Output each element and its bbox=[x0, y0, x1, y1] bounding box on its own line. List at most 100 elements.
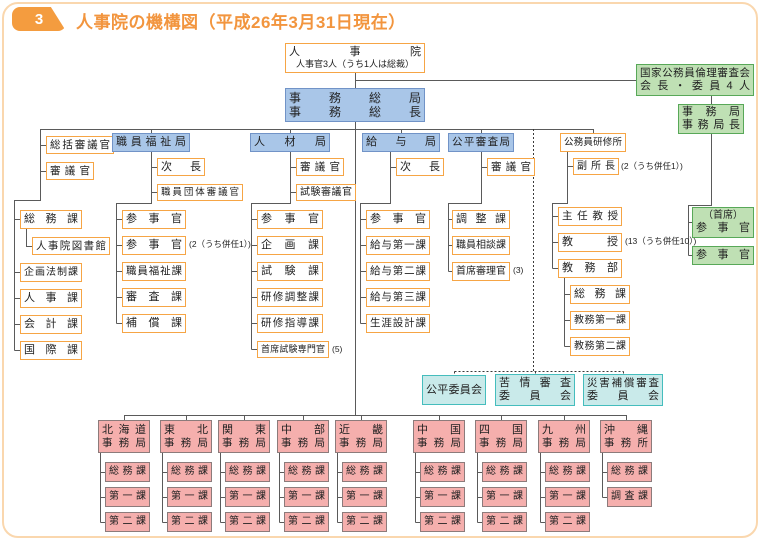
box-jinzai-kikaku-ka: 企画課 bbox=[257, 236, 323, 255]
box-jinzai-kenshu-chosei-ka: 研修調整課 bbox=[257, 288, 323, 307]
box-regional-chugoku-dept: 第一課 bbox=[420, 487, 465, 507]
connector-kenshujo bbox=[552, 152, 573, 347]
box-kenshujo-kyomu-dai1-ka: 教務第一課 bbox=[570, 311, 630, 330]
box-regional-tohoku-dept: 総務課 bbox=[167, 462, 212, 482]
box-welfare-sanjikan1: 参事官 bbox=[122, 210, 186, 229]
box-jinjiin: 人事院人事官3人（うち1人は総裁） bbox=[285, 43, 425, 73]
box-kyuyo-bureau: 給与局 bbox=[362, 133, 440, 152]
box-regional-kyushu: 九州事務局 bbox=[538, 420, 590, 453]
box-welfare-shinsa-ka: 審査課 bbox=[122, 288, 186, 307]
box-welfare-bureau: 職員福祉局 bbox=[112, 133, 190, 152]
box-kyuyo-dai2-ka: 給与第二課 bbox=[366, 262, 430, 281]
box-kohei-chosei-ka: 調整課 bbox=[452, 210, 510, 229]
box-regional-chugoku-dept: 第二課 bbox=[420, 512, 465, 532]
box-shingikan-general: 審議官 bbox=[46, 162, 94, 180]
box-ethics-office: 事務局事務局長 bbox=[678, 104, 744, 134]
box-regional-kanto-dept: 第二課 bbox=[225, 512, 270, 532]
box-kohei-shingikan: 審議官 bbox=[487, 158, 535, 176]
box-regional-shikoku-dept: 総務課 bbox=[482, 462, 527, 482]
box-regional-kinki-dept: 第一課 bbox=[342, 487, 387, 507]
box-kohei-iinkai: 公平委員会 bbox=[422, 375, 486, 405]
box-soukatsu-shingikan: 総括審議官 bbox=[46, 136, 114, 154]
box-kokusai-ka: 国際課 bbox=[20, 341, 82, 360]
box-kyuyo-dai3-ka: 給与第三課 bbox=[366, 288, 430, 307]
box-regional-hokkaido-dept: 第二課 bbox=[105, 512, 150, 532]
note-welfare-sanjikan: (2（うち併任1）) bbox=[189, 239, 251, 249]
box-regional-kyushu-dept: 総務課 bbox=[545, 462, 590, 482]
box-regional-kinki-dept: 第二課 bbox=[342, 512, 387, 532]
box-regional-chugoku-dept: 総務課 bbox=[420, 462, 465, 482]
box-kenshujo-fuku-shocho: 副所長 bbox=[573, 158, 619, 175]
box-regional-kyushu-dept: 第二課 bbox=[545, 512, 590, 532]
connector-jinzai bbox=[251, 152, 296, 350]
box-regional-chubu-dept: 第一課 bbox=[284, 487, 329, 507]
box-regional-chugoku: 中国事務局 bbox=[413, 420, 465, 453]
box-kenshujo: 公務員研修所 bbox=[560, 133, 626, 152]
box-regional-shikoku-dept: 第一課 bbox=[482, 487, 527, 507]
box-kenshujo-shunin-kyoju: 主任教授 bbox=[558, 207, 622, 226]
box-ethics-board: 国家公務員倫理審査会会長・委員4人 bbox=[636, 64, 754, 96]
box-kikaku-hosei-ka: 企画法制課 bbox=[20, 263, 82, 282]
box-regional-okinawa-dept: 調査課 bbox=[607, 487, 652, 507]
page-title: 人事院の機構図（平成26年3月31日現在） bbox=[76, 13, 406, 32]
note-jinzai-shuseki: (5) bbox=[332, 344, 343, 354]
box-saigai-hosho-shinsa-iinkai: 災害補償審査委員会 bbox=[583, 374, 663, 406]
box-kaikei-ka: 会計課 bbox=[20, 315, 82, 334]
box-regional-hokkaido-dept: 第一課 bbox=[105, 487, 150, 507]
connector-regional bbox=[100, 415, 627, 523]
connector-committees-dashed bbox=[454, 129, 624, 375]
box-jinzai-shuseki-shiken-senmonkan: 首席試験専門官 bbox=[257, 341, 329, 358]
connector-welfare bbox=[116, 152, 157, 324]
box-kohei-bureau: 公平審査局 bbox=[448, 133, 514, 152]
box-regional-kinki-dept: 総務課 bbox=[342, 462, 387, 482]
box-regional-okinawa-dept: 総務課 bbox=[607, 462, 652, 482]
box-kenshujo-kyoju: 教授 bbox=[558, 233, 622, 252]
connector-kohei bbox=[448, 152, 487, 272]
box-regional-okinawa: 沖縄事務所 bbox=[600, 420, 652, 453]
box-kenshujo-kyomu-bu: 教務部 bbox=[558, 259, 622, 278]
box-jinzai-shingikan: 審議官 bbox=[296, 158, 344, 176]
box-regional-tohoku-dept: 第二課 bbox=[167, 512, 212, 532]
box-jinzai-kenshu-shido-ka: 研修指導課 bbox=[257, 314, 323, 333]
box-welfare-hosho-ka: 補償課 bbox=[122, 314, 186, 333]
box-kohei-shuseki-shinrikan: 首席審理官 bbox=[452, 262, 510, 281]
box-kohei-shokuin-sodan-ka: 職員相談課 bbox=[452, 236, 510, 255]
note-kenshujo-fuku-shocho: (2（うち併任1）) bbox=[621, 161, 683, 171]
box-jinzai-shiken-shingikan: 試験審議官 bbox=[296, 184, 356, 201]
connector-main bbox=[40, 122, 594, 416]
box-regional-hokkaido: 北海道事務局 bbox=[98, 420, 150, 453]
box-kyuyo-shogai-sekkei-ka: 生涯設計課 bbox=[366, 314, 430, 333]
box-regional-shikoku: 四国事務局 bbox=[475, 420, 527, 453]
box-jinji-ka: 人事課 bbox=[20, 289, 82, 308]
box-jinjiin-library: 人事院図書館 bbox=[32, 237, 110, 255]
box-ethics-chief-counselor: （首席）参事官 bbox=[692, 207, 754, 238]
box-welfare-sanjikan2: 参事官 bbox=[122, 236, 186, 255]
box-regional-kinki: 近畿事務局 bbox=[335, 420, 387, 453]
box-kenshujo-somu-ka: 総務課 bbox=[570, 285, 630, 304]
box-regional-tohoku-dept: 第一課 bbox=[167, 487, 212, 507]
note-kohei-shuseki: (3) bbox=[513, 265, 524, 275]
box-regional-kanto: 関東事務局 bbox=[218, 420, 270, 453]
connector-kyuyo bbox=[360, 152, 396, 324]
box-regional-hokkaido-dept: 総務課 bbox=[105, 462, 150, 482]
box-regional-chubu-dept: 総務課 bbox=[284, 462, 329, 482]
note-kenshujo-kyoju: (13（うち併任10）) bbox=[625, 236, 697, 246]
box-secretariat: 事務総局事務総長 bbox=[285, 88, 425, 122]
box-welfare-jicho: 次長 bbox=[157, 158, 205, 176]
box-kyuyo-jicho: 次長 bbox=[396, 158, 444, 176]
box-kyuyo-dai1-ka: 給与第一課 bbox=[366, 236, 430, 255]
box-kujo-shinsa-iinkai: 苦情審査委員会 bbox=[495, 374, 575, 406]
box-welfare-fukushi-ka: 職員福祉課 bbox=[122, 262, 186, 281]
box-somu-ka: 総務課 bbox=[20, 210, 82, 229]
box-ethics-counselor: 参事官 bbox=[692, 246, 754, 265]
box-regional-tohoku: 東北事務局 bbox=[160, 420, 212, 453]
box-regional-chubu: 中部事務局 bbox=[277, 420, 329, 453]
box-regional-kyushu-dept: 第一課 bbox=[545, 487, 590, 507]
box-regional-shikoku-dept: 第二課 bbox=[482, 512, 527, 532]
connector-general bbox=[14, 129, 46, 351]
box-regional-chubu-dept: 第二課 bbox=[284, 512, 329, 532]
connector-top bbox=[355, 73, 712, 256]
box-regional-kanto-dept: 総務課 bbox=[225, 462, 270, 482]
box-kyuyo-sanjikan: 参事官 bbox=[366, 210, 430, 229]
